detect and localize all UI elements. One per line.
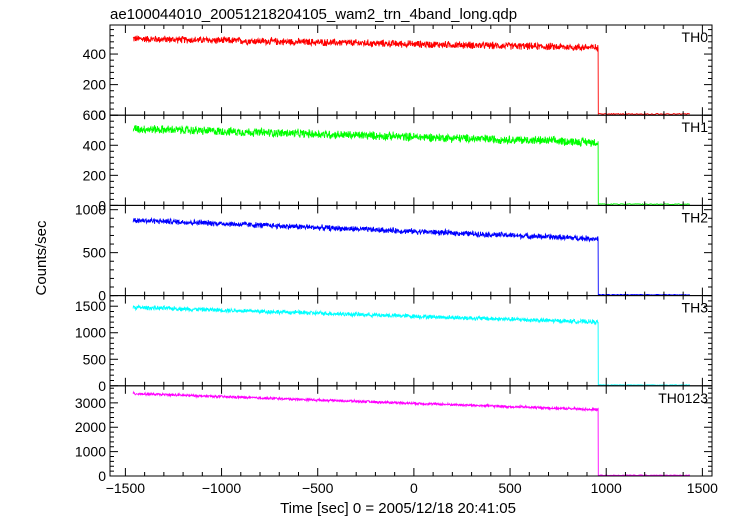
panel-th3: 0 500 1000 1500 TH3 [75, 295, 713, 394]
y-tick-label: 0 [98, 107, 106, 123]
y-tick-label: 0 [98, 288, 106, 304]
y-tick-label: 2000 [75, 419, 106, 435]
series-label-th0: TH0 [682, 29, 709, 45]
series-line-th1 [132, 125, 690, 206]
y-axis-label: Counts/sec [33, 220, 50, 296]
y-tick-label: 1000 [75, 444, 106, 460]
y-tick-label: 200 [83, 167, 107, 183]
y-tick-label: 1000 [75, 202, 106, 218]
series-line-th0 [132, 35, 691, 116]
y-tick-label: 500 [83, 351, 107, 367]
series-line-th0123 [132, 390, 690, 477]
series-label-th1: TH1 [682, 119, 709, 135]
y-tick-label: 400 [83, 137, 107, 153]
y-tick-label: 400 [83, 46, 107, 62]
series-line-th3 [132, 303, 690, 386]
y-tick-label: 1500 [75, 298, 106, 314]
y-tick-label: 600 [83, 107, 107, 123]
x-tick-label: 1000 [591, 480, 622, 496]
y-tick-label: 0 [98, 378, 106, 394]
y-tick-label: 0 [98, 468, 106, 484]
x-axis-label: Time [sec] 0 = 2005/12/18 20:41:05 [280, 500, 516, 516]
y-tick-label: 3000 [75, 395, 106, 411]
series-label-th2: TH2 [682, 209, 709, 225]
panel-th0: 0 200 400 TH0 [83, 24, 713, 123]
y-tick-label: 500 [83, 245, 107, 261]
x-tick-label: −500 [302, 480, 334, 496]
series-line-th2 [132, 216, 690, 296]
x-axis-tick-labels: −1500 −1000 −500 0 500 1000 1500 [106, 480, 718, 496]
panel-frame [109, 385, 713, 477]
y-tick-label: 0 [98, 197, 106, 213]
y-tick-label: 1000 [75, 325, 106, 341]
x-tick-label: −1500 [106, 480, 146, 496]
y-tick-label: 200 [83, 77, 107, 93]
series-label-th3: TH3 [682, 300, 709, 316]
x-tick-label: 0 [410, 480, 418, 496]
x-tick-label: −1000 [202, 480, 242, 496]
panel-th2: 0 500 1000 TH2 [75, 202, 713, 304]
x-tick-label: 500 [498, 480, 522, 496]
series-label-th0123: TH0123 [658, 390, 708, 406]
panel-frame [109, 204, 713, 297]
panel-th0123: 0 1000 2000 3000 TH0123 [75, 385, 713, 484]
chart-title: ae100044010_20051218204105_wam2_trn_4ban… [110, 6, 517, 23]
x-tick-label: 1500 [687, 480, 718, 496]
